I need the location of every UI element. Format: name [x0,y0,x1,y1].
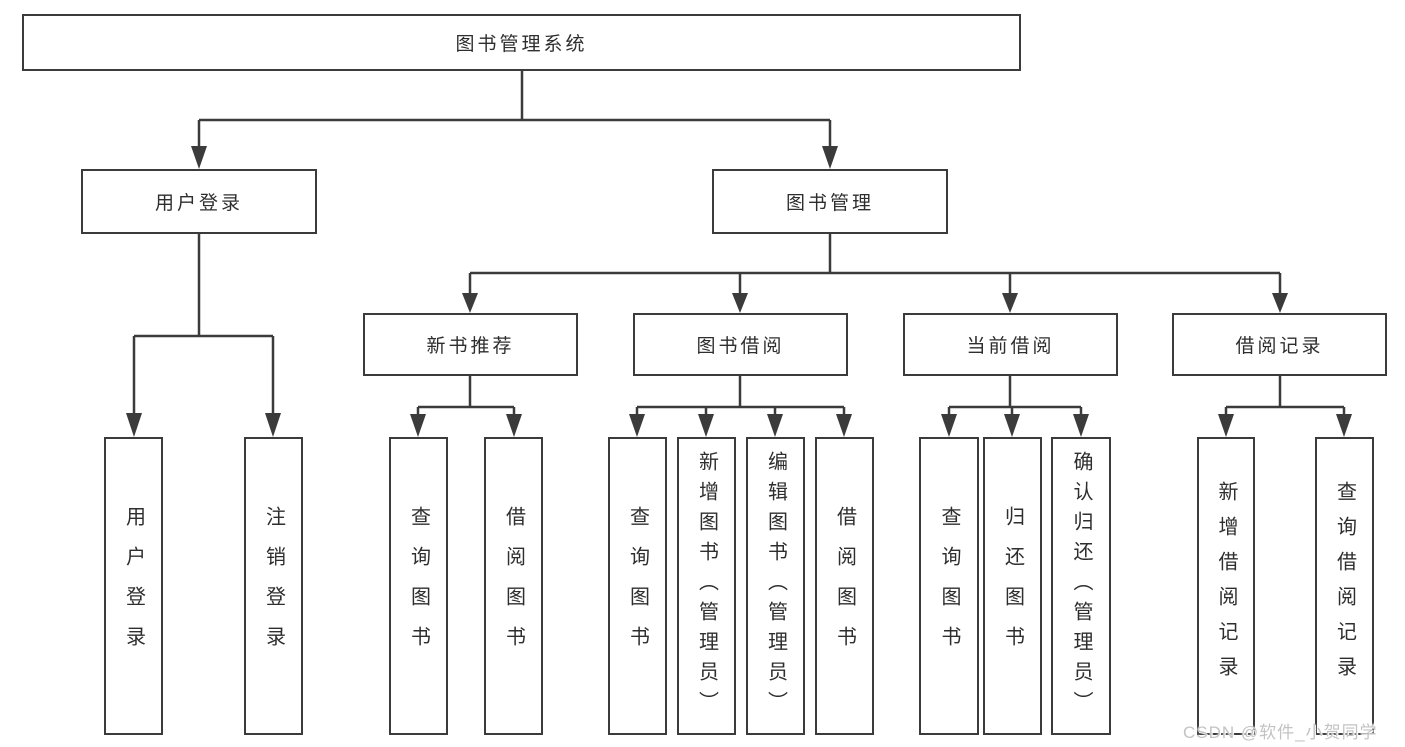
leaf-add-borrow-record: 新增借阅记录 [1197,437,1255,735]
leaf-query-books-borrow: 查询图书 [608,437,667,735]
node-user-login: 用户登录 [81,169,317,234]
leaf-borrow-books-recommend: 借阅图书 [484,437,543,735]
node-current-borrowing: 当前借阅 [903,313,1118,376]
leaf-user-login: 用户登录 [104,437,163,735]
arrowheads [126,146,1352,437]
leaf-return-books: 归还图书 [983,437,1042,735]
leaf-add-books-admin: 新增图书（管理员） [677,437,736,735]
node-new-book-recommend: 新书推荐 [363,313,578,376]
tree-edges [132,71,1346,421]
csdn-watermark: CSDN @软件_小贺同学 [1183,723,1378,742]
node-library-system-root: 图书管理系统 [22,14,1021,71]
node-book-management: 图书管理 [712,169,948,234]
leaf-logout: 注销登录 [244,437,303,735]
node-book-borrowing: 图书借阅 [633,313,848,376]
leaf-borrow-books: 借阅图书 [815,437,874,735]
leaf-query-books-recommend: 查询图书 [389,437,448,735]
leaf-edit-books-admin: 编辑图书（管理员） [746,437,805,735]
leaf-query-borrow-record: 查询借阅记录 [1315,437,1374,735]
leaf-query-books-current: 查询图书 [919,437,979,735]
node-borrowing-records: 借阅记录 [1172,313,1387,376]
leaf-confirm-return-admin: 确认归还（管理员） [1051,437,1111,735]
